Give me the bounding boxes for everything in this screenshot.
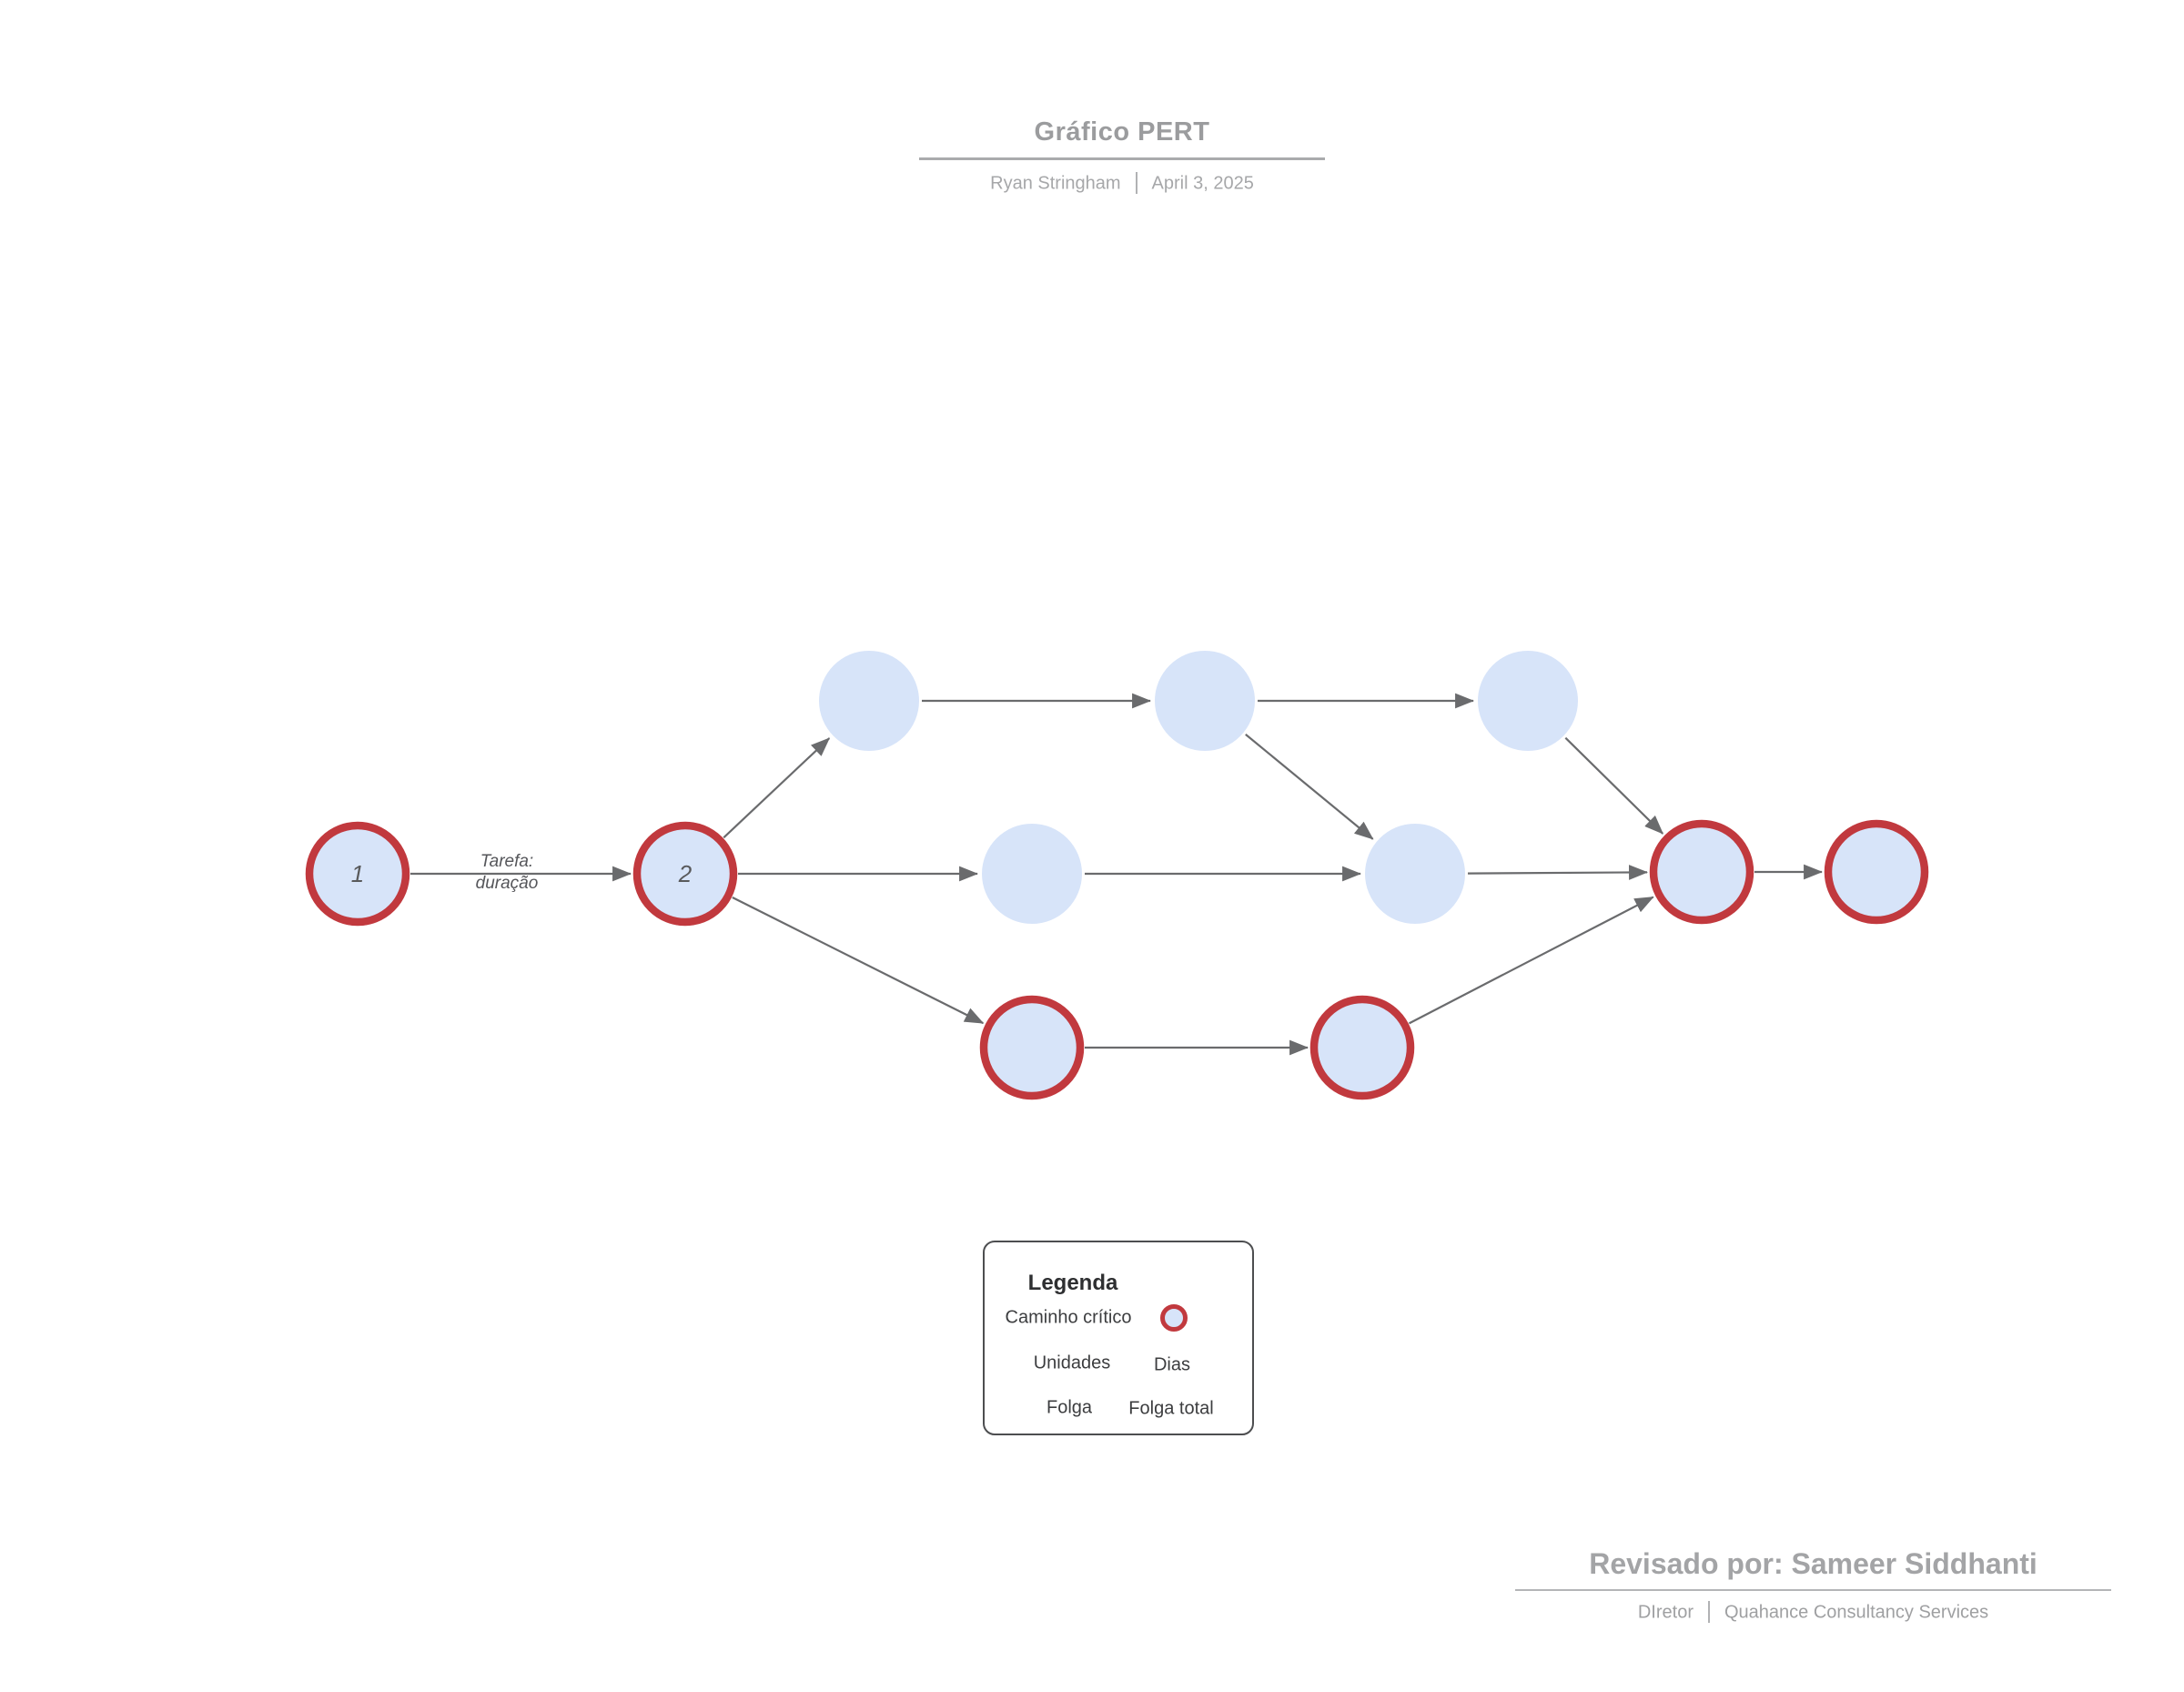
reviewer-role: DIretor	[1637, 1602, 1694, 1623]
edge-m2-mg	[1467, 865, 1649, 880]
author-name: Ryan Stringham	[990, 173, 1121, 194]
edge-b2-mg	[1409, 896, 1654, 1025]
title-underline	[919, 157, 1325, 160]
pert-node-mg-critical	[1649, 819, 1754, 925]
pert-node-m2	[1365, 824, 1465, 924]
edge-label-n1-n2: duração	[476, 874, 539, 893]
pert-node-label-n2: 2	[678, 860, 693, 887]
divider-bar	[1135, 172, 1138, 194]
page-title: Gráfico PERT	[1034, 117, 1210, 147]
pert-node-b2-critical	[1309, 995, 1415, 1100]
pert-node-b1-critical	[979, 995, 1085, 1100]
pert-node-t3	[1478, 651, 1578, 751]
pert-node-m1	[982, 824, 1082, 924]
header-subtitle: Ryan Stringham April 3, 2025	[919, 172, 1325, 195]
legend-critical-path-label: Caminho crítico	[1005, 1307, 1132, 1328]
reviewer-company: Quahance Consultancy Services	[1724, 1602, 1989, 1623]
pert-node-en-critical	[1824, 819, 1929, 925]
legend-slack-label: Folga	[1046, 1397, 1093, 1418]
header: Gráfico PERT Ryan Stringham April 3, 2025	[919, 117, 1325, 195]
pert-node-n2-critical	[632, 821, 738, 927]
reviewed-by-title: Revisado por: Sameer Siddhanti	[1589, 1547, 2037, 1580]
chart-date: April 3, 2025	[1151, 173, 1254, 194]
edge-label-n1-n2: Tarefa:	[480, 852, 533, 871]
edge-n2-t1	[723, 737, 831, 839]
edge-n2-b1	[732, 897, 985, 1025]
edge-t2-m2	[1245, 733, 1374, 840]
reviewer-subtitle: DIretor Quahance Consultancy Services	[1515, 1601, 2111, 1624]
pert-node-label-n1: 1	[351, 860, 364, 887]
pert-node-t1	[819, 651, 919, 751]
critical-node-sample-icon	[1160, 1304, 1188, 1332]
legend-units-label: Unidades	[1033, 1353, 1111, 1373]
legend-slack-value: Folga total	[1128, 1398, 1214, 1419]
legend-box: Legenda Caminho crítico Unidades Dias Fo…	[983, 1241, 1254, 1435]
legend-title: Legenda	[1027, 1271, 1118, 1295]
pert-node-n1-critical	[305, 821, 410, 927]
legend-units-value: Dias	[1153, 1354, 1191, 1375]
reviewer-block: Revisado por: Sameer Siddhanti DIretor Qu…	[1515, 1547, 2111, 1624]
divider-bar	[1707, 1601, 1710, 1623]
edge-t3-mg	[1564, 736, 1664, 835]
pert-node-t2	[1155, 651, 1255, 751]
reviewer-underline	[1515, 1589, 2111, 1591]
